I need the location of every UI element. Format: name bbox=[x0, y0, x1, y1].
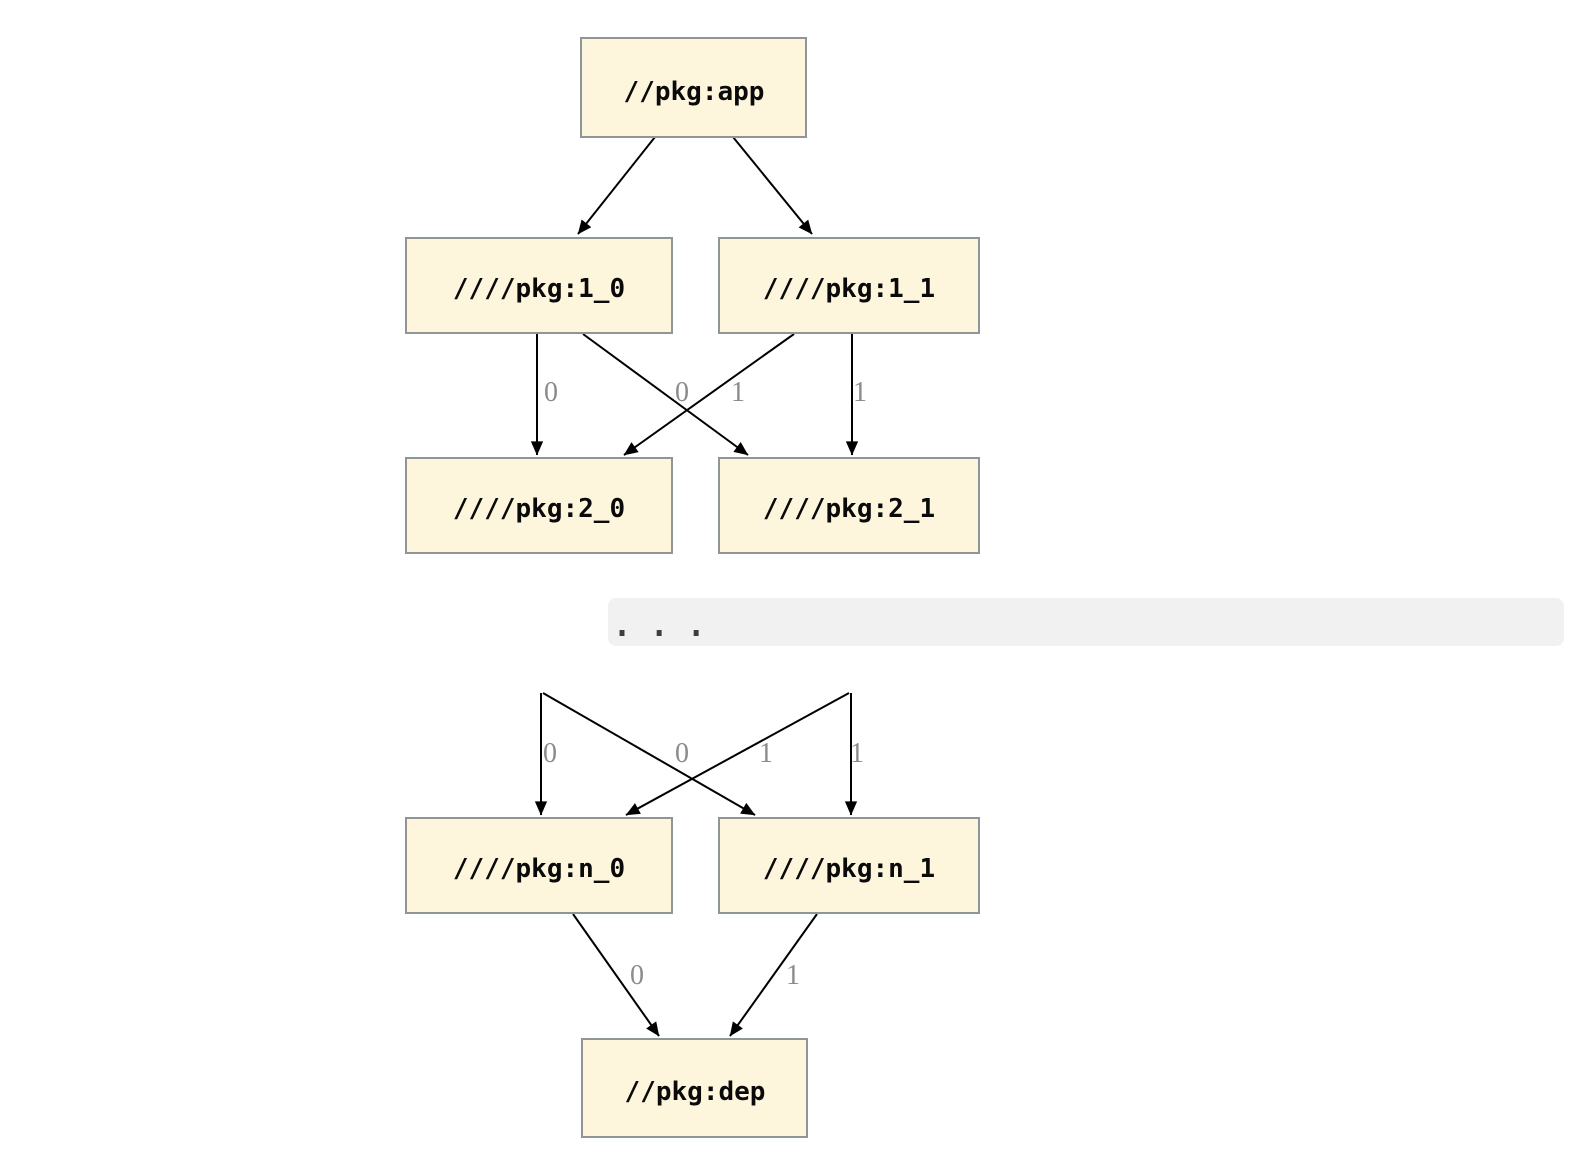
node-label: ////pkg:n_1 bbox=[763, 854, 935, 884]
node-box bbox=[405, 457, 673, 554]
ellipsis-dots: ... bbox=[610, 600, 721, 646]
node-label: //pkg:dep bbox=[625, 1077, 766, 1107]
ellipsis-band: ... bbox=[608, 598, 1564, 646]
edge-label: 1 bbox=[786, 960, 800, 991]
node-box bbox=[718, 817, 980, 914]
node-label: ////pkg:1_0 bbox=[453, 274, 625, 304]
node-pkg-1_0: ////pkg:1_0 bbox=[405, 237, 673, 334]
node-pkg-n_0: ////pkg:n_0 bbox=[405, 817, 673, 914]
edge-app-to-1_1 bbox=[732, 136, 813, 235]
edge-label: 0 bbox=[675, 738, 689, 769]
edge-label: 1 bbox=[853, 377, 867, 408]
edge-label: 1 bbox=[731, 377, 745, 408]
ellipsis-band-background bbox=[608, 598, 1564, 646]
node-label: ////pkg:n_0 bbox=[453, 854, 625, 884]
edge-label: 0 bbox=[675, 377, 689, 408]
node-box bbox=[718, 457, 980, 554]
edge-label: 1 bbox=[759, 738, 773, 769]
node-label: ////pkg:2_1 bbox=[763, 494, 935, 524]
node-box bbox=[718, 237, 980, 334]
node-box bbox=[580, 37, 807, 138]
node-box bbox=[405, 237, 673, 334]
edge-1_0-to-2_1 bbox=[582, 333, 749, 456]
edge-label: 0 bbox=[543, 738, 557, 769]
node-label: ////pkg:1_1 bbox=[763, 274, 935, 304]
node-pkg-2_0: ////pkg:2_0 bbox=[405, 457, 673, 554]
edge-label-layer: 0 0 1 1 0 0 1 1 0 1 bbox=[543, 377, 867, 991]
node-pkg-2_1: ////pkg:2_1 bbox=[718, 457, 980, 554]
node-label: ////pkg:2_0 bbox=[453, 494, 625, 524]
edge-prev1-to-n_0 bbox=[625, 692, 850, 816]
node-pkg-n_1: ////pkg:n_1 bbox=[718, 817, 980, 914]
node-pkg-dep: //pkg:dep bbox=[581, 1038, 808, 1138]
node-pkg-1_1: ////pkg:1_1 bbox=[718, 237, 980, 334]
edge-1_1-to-2_0 bbox=[623, 333, 795, 456]
node-box bbox=[581, 1038, 808, 1138]
edge-prev0-to-n_1 bbox=[542, 692, 756, 816]
edge-label: 1 bbox=[850, 738, 864, 769]
node-pkg-app: //pkg:app bbox=[580, 37, 807, 138]
edge-label: 0 bbox=[544, 377, 558, 408]
edge-n_1-to-dep bbox=[729, 913, 818, 1037]
edge-app-to-1_0 bbox=[577, 136, 656, 235]
edge-layer bbox=[530, 136, 859, 1037]
node-layer: //pkg:app ////pkg:1_0 ////pkg:1_1 ////pk… bbox=[405, 37, 980, 1138]
edge-label: 0 bbox=[630, 960, 644, 991]
node-label: //pkg:app bbox=[624, 77, 765, 107]
node-box bbox=[405, 817, 673, 914]
edge-n_0-to-dep bbox=[572, 913, 660, 1037]
